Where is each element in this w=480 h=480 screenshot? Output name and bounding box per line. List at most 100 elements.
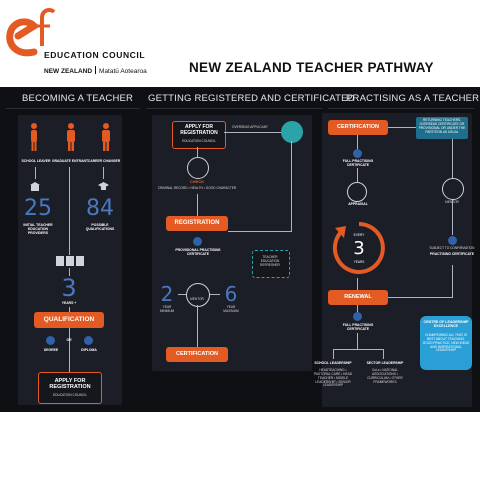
- mentor-icon: [442, 178, 464, 200]
- provisional-label: PROVISIONAL PRACTISING CERTIFICATE: [175, 248, 221, 256]
- connector: [35, 167, 36, 179]
- entrant-graduate: GRADUATE ENTRANT: [51, 159, 89, 163]
- connector: [357, 333, 358, 349]
- connector: [388, 297, 452, 298]
- full-cert-label: FULL PRACTISING CERTIFICATE: [342, 159, 374, 167]
- connector: [197, 305, 198, 347]
- connector: [291, 141, 292, 231]
- diploma-label: DIPLOMA: [81, 348, 97, 352]
- min-years-label: YEAR MINIMUM: [159, 305, 175, 313]
- entrant-figures: [31, 123, 110, 151]
- page-title: NEW ZEALAND TEACHER PATHWAY: [189, 60, 434, 75]
- check-items: CRIMINAL RECORD • HEALTH • GOOD CHARACTE…: [157, 186, 237, 190]
- full-cert-label-2: FULL PRACTISING CERTIFICATE: [342, 323, 374, 331]
- practising-cert-label: PRACTISING CERTIFICATE: [430, 252, 475, 256]
- every-years-label: YEARS: [353, 260, 365, 264]
- check-label: CHECK: [189, 179, 205, 184]
- sector-leadership-title: SECTOR LEADERSHIP: [366, 361, 404, 365]
- connector: [197, 194, 198, 216]
- school-leadership-items: HEADTEACHING • PASTORAL CARE • HEAD TEAC…: [313, 368, 353, 388]
- appraisal-icon: [347, 182, 367, 202]
- teacher-ed-box: [252, 250, 290, 278]
- stat-qualifications-label: POSSIBLE QUALIFICATIONS: [85, 223, 115, 231]
- building-icon: [30, 182, 40, 191]
- registration-box: REGISTRATION: [166, 216, 228, 231]
- full-cert-icon: [353, 149, 362, 158]
- section-heading-registered: GETTING REGISTERED AND CERTIFICATED: [148, 93, 355, 104]
- connector: [357, 168, 358, 182]
- years-value: 3: [61, 274, 77, 302]
- returning-note: RETURNING TEACHERS, OVERSEAS CERTIFICATE…: [418, 118, 466, 134]
- centre-body: CHAMPIONING ALL THAT IS BEST ABOUT TEACH…: [422, 333, 470, 353]
- header: EDUCATION COUNCIL NEW ZEALAND Matatū Aote…: [0, 0, 480, 90]
- section-heading-practising: PRACTISING AS A TEACHER: [346, 93, 480, 104]
- check-icon: [187, 157, 209, 179]
- returning-note-box: [416, 117, 468, 139]
- mentor-label-2: MENTOR: [445, 200, 459, 204]
- max-years-value: 6: [224, 282, 238, 306]
- divider: [146, 108, 322, 109]
- max-years-label: YEAR MAXIMUM: [223, 305, 239, 313]
- connector: [69, 268, 70, 276]
- school-leadership-title: SCHOOL LEADERSHIP: [314, 361, 352, 365]
- apply-registration-box-2: [172, 121, 226, 149]
- divider: [6, 108, 140, 109]
- provisional-icon: [193, 237, 202, 246]
- min-years-value: 2: [160, 282, 174, 306]
- divider: [328, 108, 474, 109]
- centre-excellence-box: [420, 316, 472, 370]
- diploma-icon: [84, 336, 93, 345]
- connector: [224, 132, 281, 133]
- subject-conf-label: SUBJECT TO CONFIRMATION: [429, 246, 475, 250]
- graduation-cap-icon: [98, 182, 109, 190]
- apply-sub-2: EDUCATION COUNCIL: [182, 139, 216, 143]
- org-name: EDUCATION COUNCIL: [44, 50, 146, 60]
- globe-icon: [281, 121, 303, 143]
- degree-label: DEGREE: [43, 348, 59, 352]
- full-cert-icon-2: [353, 312, 362, 321]
- stat-providers-label: INITIAL TEACHER EDUCATION PROVIDERS: [23, 223, 53, 235]
- overseas-label: OVERSEAS APPLICANT: [232, 125, 268, 129]
- entrant-career-changer: CAREER CHANGER: [87, 159, 121, 163]
- org-sub-en: NEW ZEALAND: [44, 68, 93, 75]
- connector: [357, 135, 358, 149]
- stat-providers-value: 25: [24, 196, 52, 221]
- connector: [333, 349, 334, 359]
- education-council-logo: [6, 8, 56, 57]
- org-sub-mi: Matatū Aotearoa: [99, 68, 147, 75]
- panel-registered: [152, 115, 312, 371]
- connector: [357, 278, 358, 290]
- renewal-cycle-ring: [332, 222, 385, 274]
- every-label: EVERY: [353, 233, 365, 237]
- appraisal-label: APPRAISAL: [348, 202, 368, 206]
- every-value: 3: [353, 238, 365, 259]
- apply-title-2: APPLY FOR REGISTRATION: [180, 124, 218, 136]
- centre-title: CENTRE OF LEADERSHIP EXCELLENCE: [423, 320, 469, 329]
- or-label: OR: [66, 338, 72, 342]
- connector: [69, 167, 70, 255]
- connector: [103, 167, 104, 179]
- connector: [197, 147, 198, 157]
- entrant-school-leaver: SCHOOL LEAVER: [21, 159, 51, 163]
- stat-qualifications-value: 84: [86, 196, 114, 221]
- apply-sub-1: EDUCATION COUNCIL: [53, 393, 87, 397]
- connector: [388, 127, 416, 128]
- certification-box-2: CERTIFICATION: [328, 120, 388, 135]
- mentor-label-1: MENTOR: [190, 297, 204, 301]
- connector: [69, 328, 70, 372]
- section-heading-becoming: BECOMING A TEACHER: [22, 93, 134, 104]
- connector: [383, 349, 384, 359]
- mentor-icon: [186, 283, 210, 307]
- connector: [357, 305, 358, 313]
- connector: [228, 231, 292, 232]
- degree-icon: [46, 336, 55, 345]
- renewal-box: RENEWAL: [328, 290, 388, 305]
- years-label: YEARS +: [61, 301, 77, 305]
- org-subtitle: NEW ZEALAND Matatū Aotearoa: [44, 66, 147, 75]
- books-icon: [56, 256, 84, 266]
- connector: [69, 307, 70, 313]
- connector: [333, 349, 383, 350]
- practising-cert-icon: [448, 236, 457, 245]
- certification-box-1: CERTIFICATION: [166, 347, 228, 362]
- apply-title-1: APPLY FOR REGISTRATION: [49, 378, 91, 391]
